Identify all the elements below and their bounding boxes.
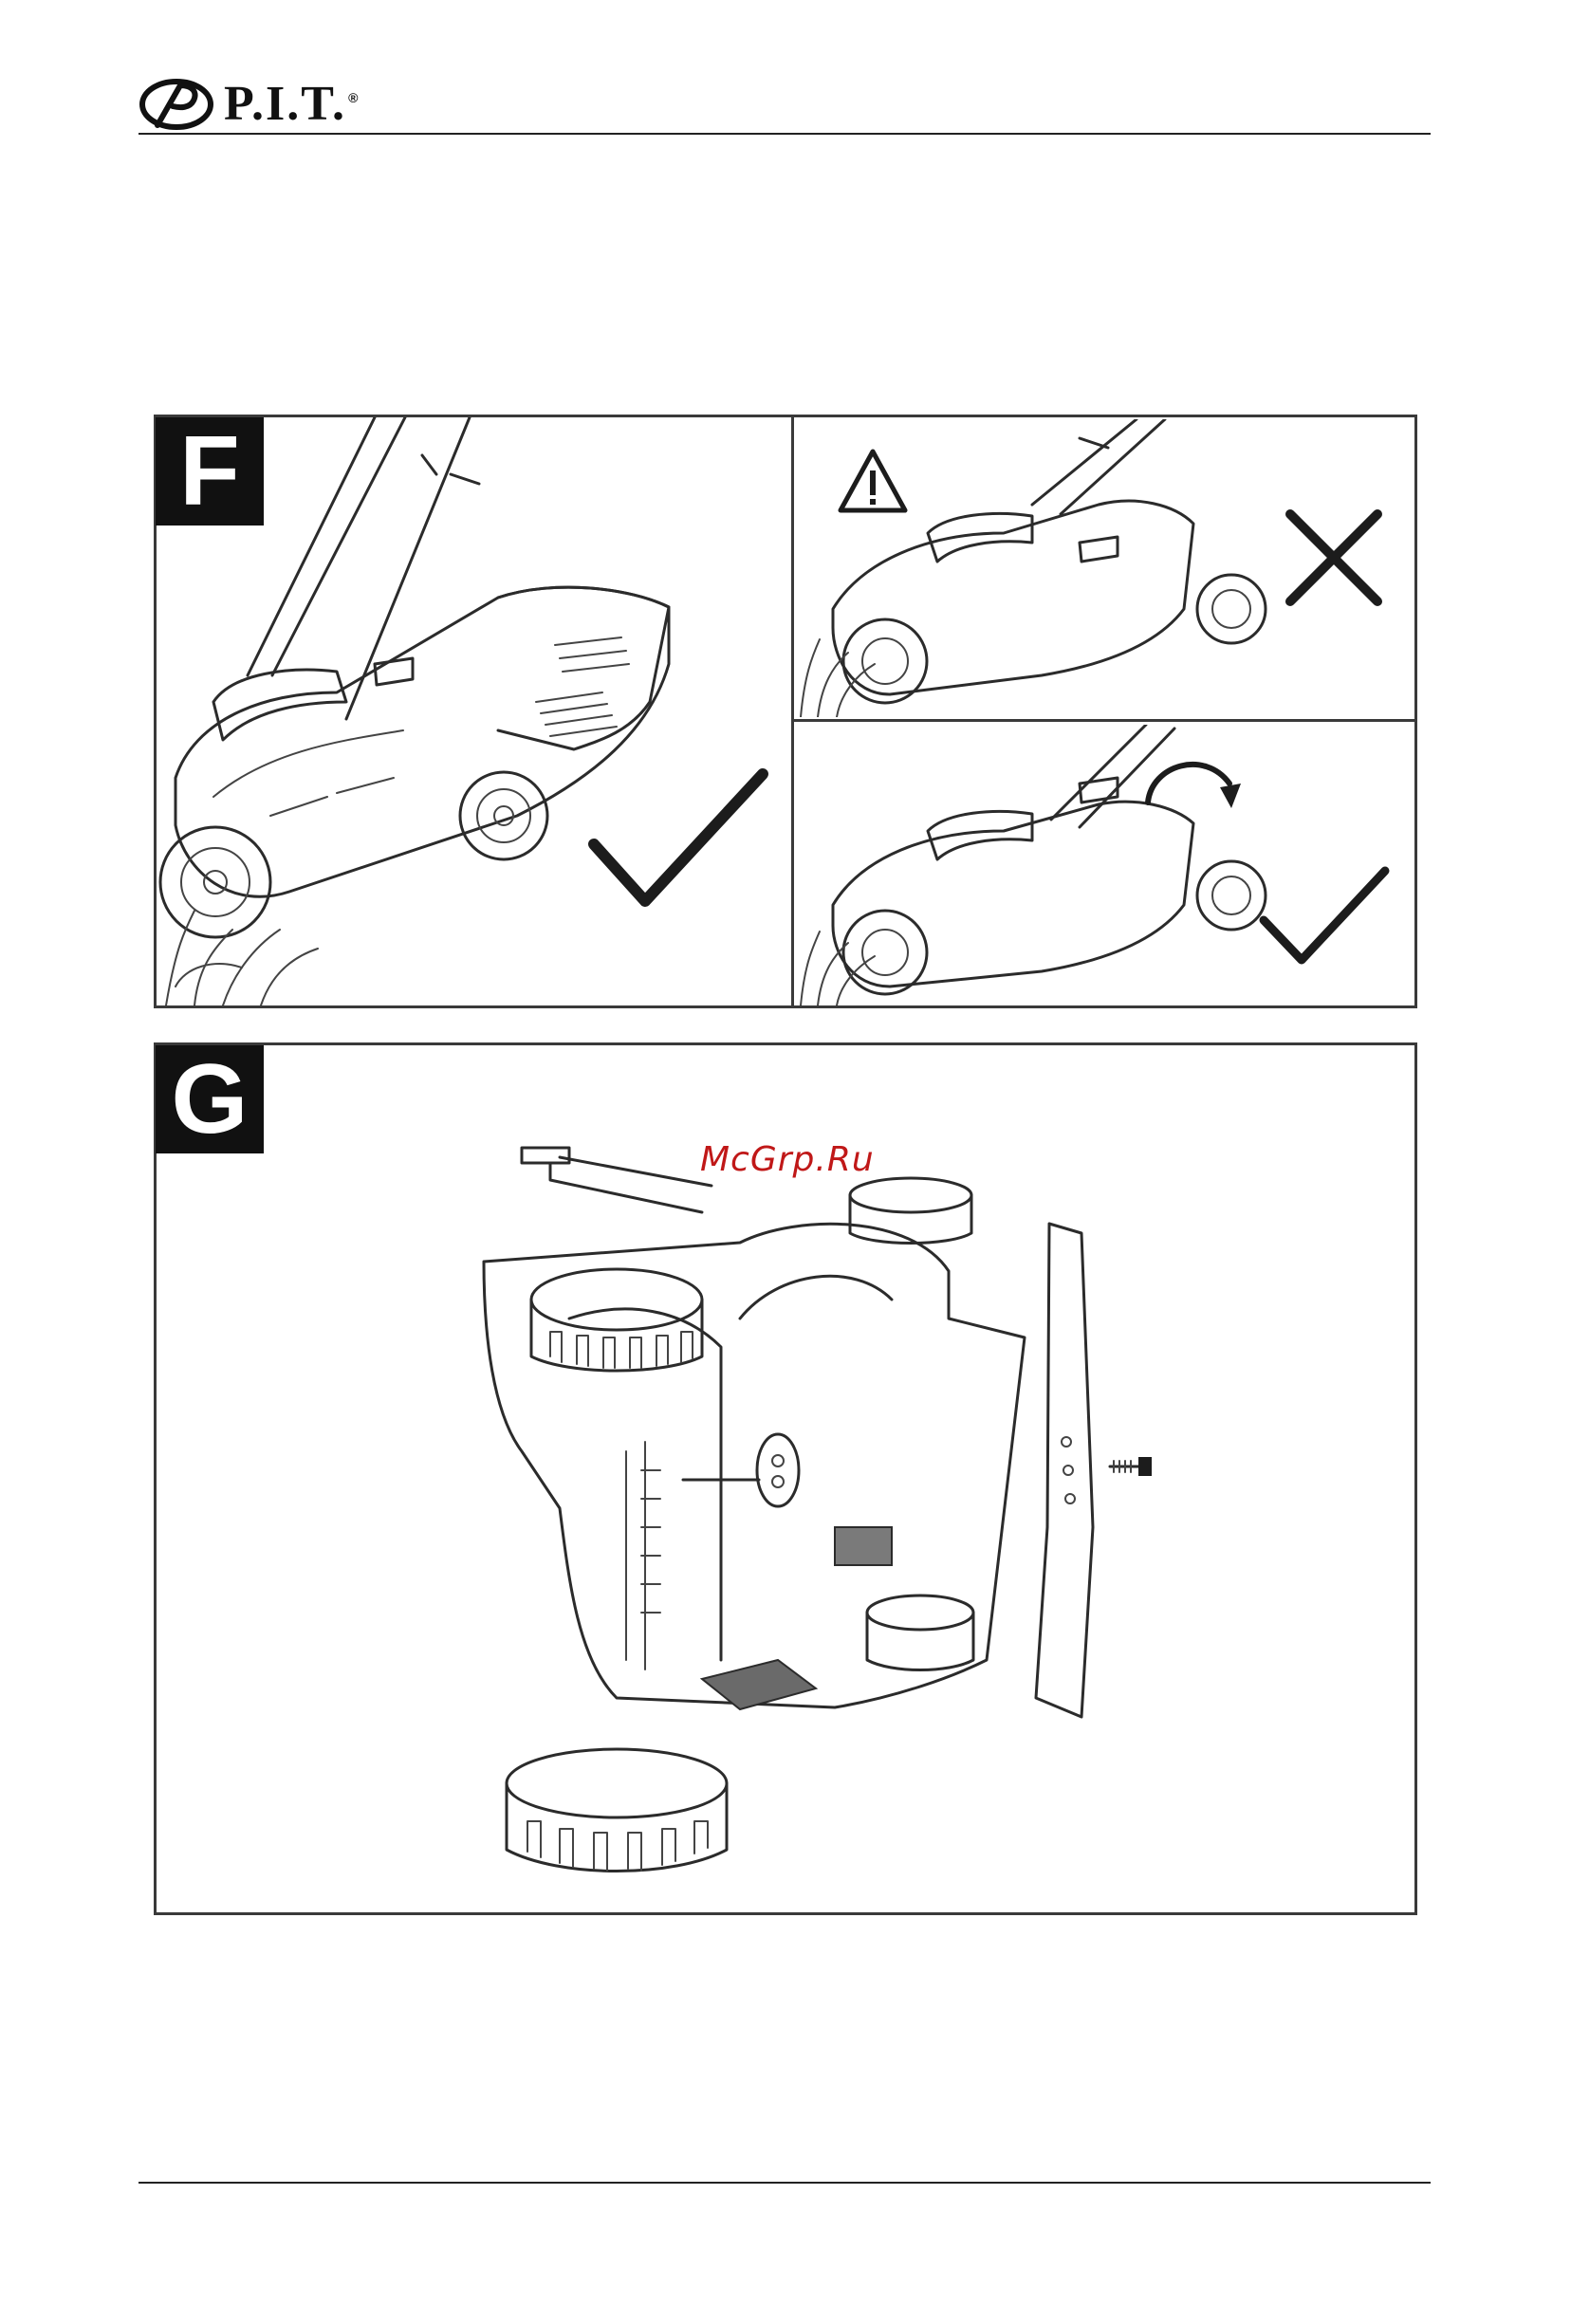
mower-tilted-wrong-illustration	[795, 419, 1269, 717]
footer-rule	[139, 2182, 1431, 2184]
cross-icon	[1283, 507, 1385, 609]
panel-f-divider-vertical	[791, 415, 794, 1008]
pit-logo-icon	[139, 76, 214, 133]
checkmark-icon	[588, 768, 768, 911]
brand-name: P.I.T.®	[224, 80, 360, 129]
rotate-arrow-icon	[1138, 746, 1243, 825]
checkmark-icon	[1258, 863, 1391, 968]
mower-underside-blade-illustration	[455, 1129, 1176, 1888]
brand-logo: P.I.T.®	[139, 74, 360, 135]
header-rule	[139, 133, 1431, 135]
panel-g-letter: G	[156, 1045, 264, 1153]
mower-lawn-illustration	[157, 417, 790, 1005]
panel-f-divider-horizontal	[791, 719, 1417, 722]
